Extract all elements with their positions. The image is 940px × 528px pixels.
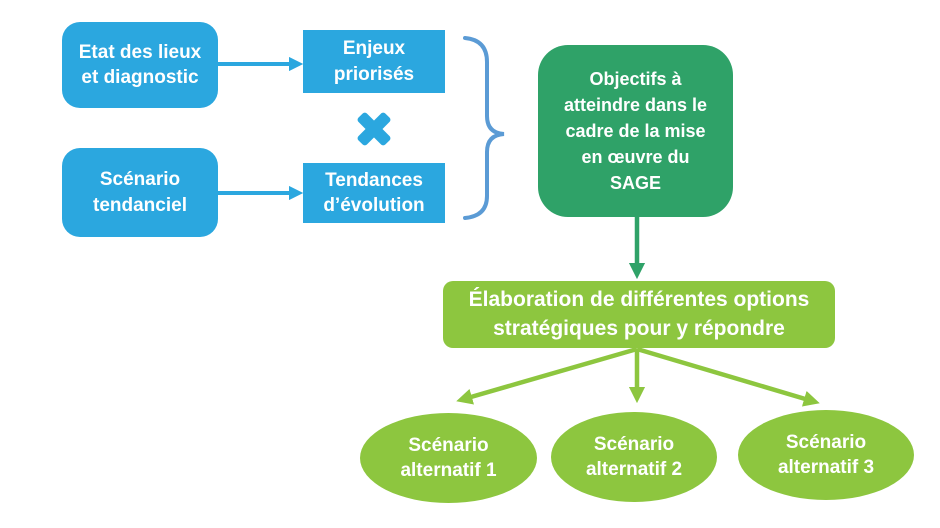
node-tendances-evolution: Tendances d’évolution — [303, 163, 445, 223]
node-scenario-tendanciel: Scénario tendanciel — [62, 148, 218, 237]
arrow-elaboration-to-alt3 — [636, 346, 820, 407]
node-objectifs-sage: Objectifs à atteindre dans le cadre de l… — [538, 45, 733, 217]
node-enjeux-priorises: Enjeux priorisés — [303, 30, 445, 93]
multiply-cross-icon — [357, 112, 391, 146]
node-scenario-alternatif-2: Scénario alternatif 2 — [551, 412, 717, 502]
node-etat-des-lieux: Etat des lieux et diagnostic — [62, 22, 218, 108]
node-scenario-alternatif-1: Scénario alternatif 1 — [360, 413, 537, 503]
node-elaboration-options: Élaboration de différentes options strat… — [443, 281, 835, 348]
arrow-elaboration-to-alt1 — [456, 346, 638, 405]
curly-brace-right-icon — [463, 36, 505, 220]
node-scenario-alternatif-3: Scénario alternatif 3 — [738, 410, 914, 500]
